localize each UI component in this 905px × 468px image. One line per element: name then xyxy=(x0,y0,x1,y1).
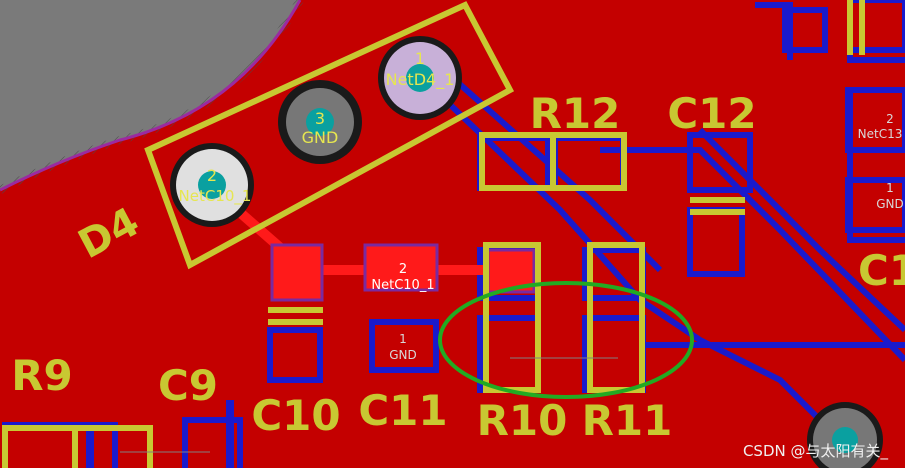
r11-designator: R11 xyxy=(582,396,673,445)
r10-designator: R10 xyxy=(477,396,568,445)
c10-pad-2[interactable] xyxy=(270,243,324,302)
c10-pad-net: NetC10_1 xyxy=(371,278,434,293)
d4-pin1-net: NetD4_1 xyxy=(386,70,455,90)
c9-designator: C9 xyxy=(158,361,218,410)
c11-pad-net: GND xyxy=(389,348,417,362)
r9-designator: R9 xyxy=(11,351,73,400)
annotation-ellipse xyxy=(438,281,694,399)
d4-pin-1[interactable] xyxy=(378,36,462,120)
c13-pad1-net: GND xyxy=(876,197,904,211)
d4-pin3-net: GND xyxy=(302,128,339,147)
c13-pad2-number: 2 xyxy=(886,112,894,126)
d4-pin-2[interactable] xyxy=(170,143,254,227)
c10-designator: C10 xyxy=(251,391,340,440)
r12-designator: R12 xyxy=(530,89,621,138)
c11-designator: C11 xyxy=(358,386,447,435)
board-cutout-region xyxy=(0,0,300,190)
c10-pad-number: 2 xyxy=(399,262,407,277)
c12-designator: C12 xyxy=(667,89,756,138)
silkscreen-outlines xyxy=(2,0,865,468)
d4-outline xyxy=(144,1,515,270)
watermark: CSDN @与太阳有关_ xyxy=(743,442,889,461)
partial-via-bottom-right[interactable] xyxy=(807,402,883,468)
c11-pad-number: 1 xyxy=(399,332,407,346)
top-pads[interactable] xyxy=(270,243,536,302)
c13-pad1-number: 1 xyxy=(886,181,894,195)
d4-pin-3[interactable] xyxy=(278,80,362,164)
d4-pin2-net: NetC10_1 xyxy=(179,187,252,206)
d4-pin3-number: 3 xyxy=(315,109,325,128)
c1-designator: C1 xyxy=(858,246,905,295)
r11-outline xyxy=(587,242,645,393)
c13-pad2-net: NetC13 xyxy=(858,127,903,141)
d4-pin2-number: 2 xyxy=(207,166,217,185)
board-outline xyxy=(0,0,302,192)
c10-net-pad[interactable] xyxy=(363,243,439,292)
d4-pin1-number: 1 xyxy=(415,49,425,68)
